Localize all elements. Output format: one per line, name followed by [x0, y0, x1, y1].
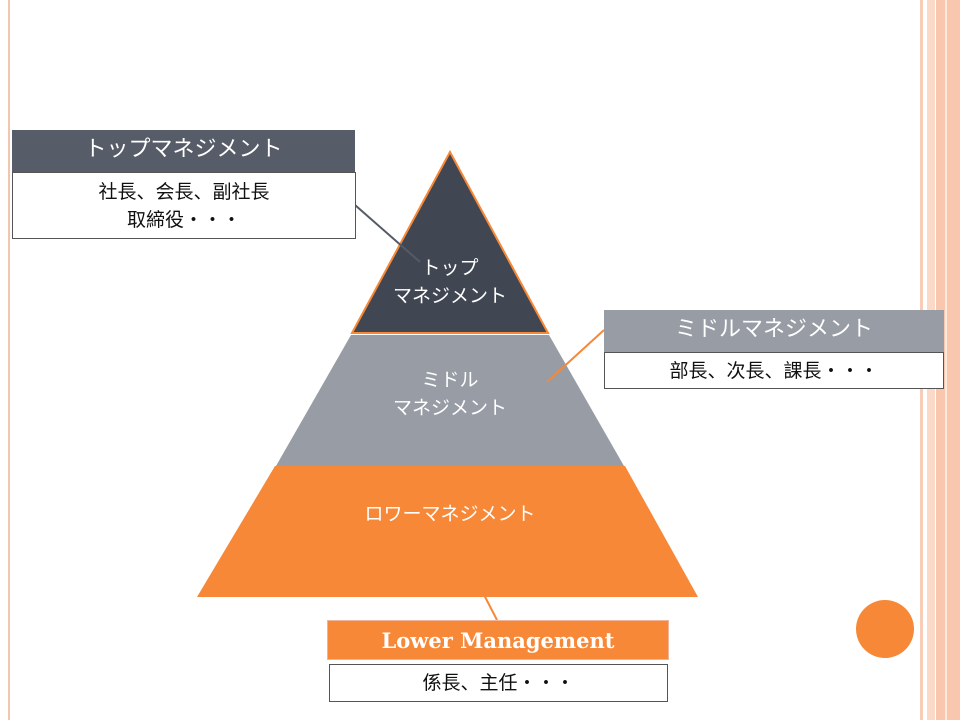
- middle-callout-title: ミドルマネジメント: [604, 310, 944, 352]
- lower-callout-body: 係長、主任・・・: [329, 664, 668, 702]
- pyramid-middle-label: ミドル マネジメント: [392, 369, 507, 419]
- middle-connector-line: [546, 329, 605, 383]
- right-stripe-4: [945, 0, 947, 720]
- lower-connector-line: [465, 559, 498, 621]
- pyramid-top-label: トップ マネジメント: [392, 257, 507, 307]
- top-callout-body: 社長、会長、副社長 取締役・・・: [12, 172, 356, 239]
- top-connector-line: [354, 204, 421, 263]
- pyramid-lower-label: ロワーマネジメント: [364, 503, 536, 525]
- top-callout-title: トップマネジメント: [12, 130, 355, 172]
- pyramid-lower-tier: [197, 466, 698, 597]
- pyramid-middle-tier: [276, 335, 624, 466]
- middle-callout-body: 部長、次長、課長・・・: [604, 352, 944, 389]
- decorative-circle: [856, 600, 914, 658]
- pyramid-top-tier: [350, 149, 550, 334]
- lower-callout-title: Lower Management: [327, 620, 669, 660]
